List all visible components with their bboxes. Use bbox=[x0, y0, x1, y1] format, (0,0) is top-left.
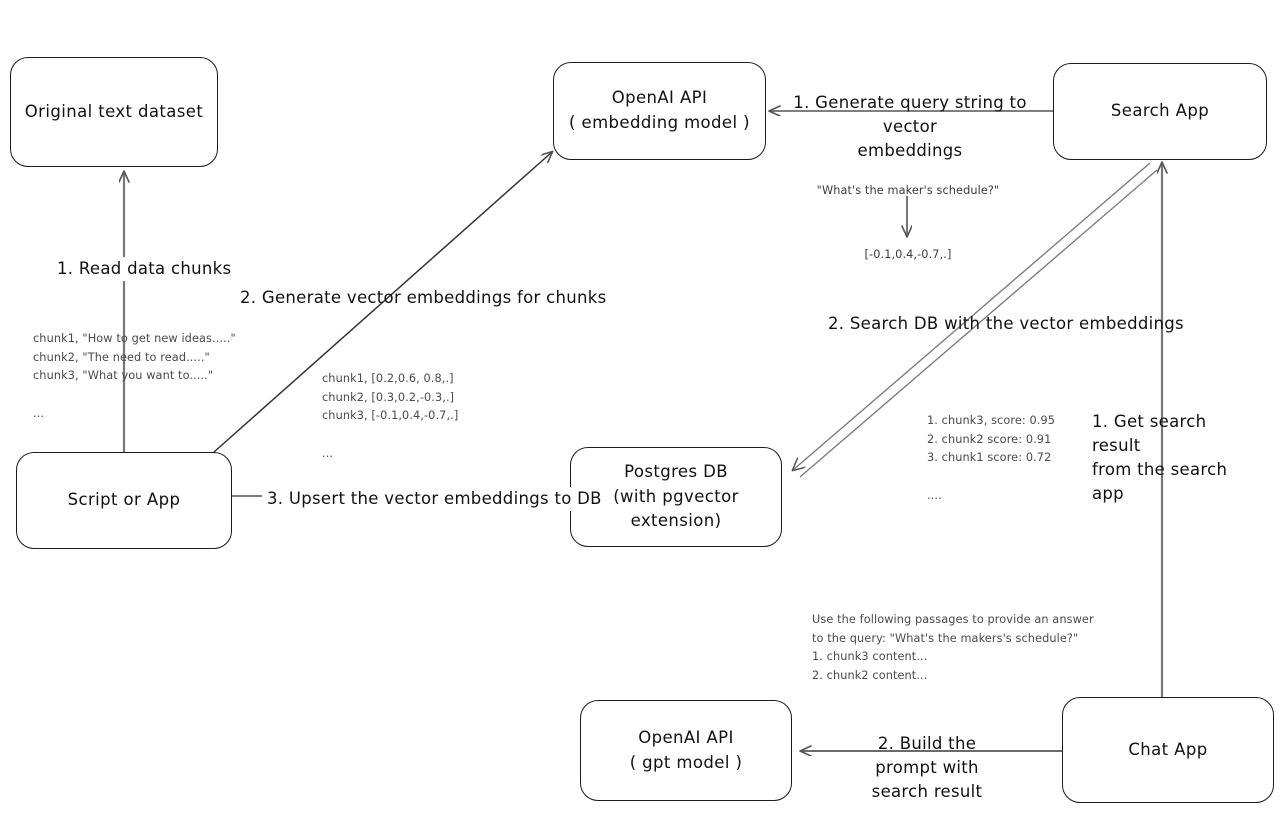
node-original-text-dataset[interactable]: Original text dataset bbox=[10, 57, 218, 167]
note-prompt-text: Use the following passages to provide an… bbox=[812, 613, 1094, 682]
node-label: OpenAI API bbox=[611, 88, 708, 108]
note-search-results: 1. chunk3, score: 0.95 2. chunk2 score: … bbox=[927, 414, 1056, 502]
node-label: Chat App bbox=[1128, 739, 1208, 759]
edge-label-upsert-to-db: 3. Upsert the vector embeddings to DB bbox=[262, 487, 607, 511]
node-chat-app[interactable]: Chat App bbox=[1062, 697, 1274, 803]
edge-label-search-db: 2. Search DB with the vector embeddings bbox=[828, 314, 1184, 333]
note-chunks-text: chunk1, "How to get new ideas....." chun… bbox=[33, 332, 236, 420]
node-label: Script or App bbox=[67, 490, 181, 510]
node-sublabel: ( embedding model ) bbox=[569, 113, 750, 132]
note-query-vector: [-0.1,0.4,-0.7,.] bbox=[864, 248, 952, 261]
note-chunk-vectors: chunk1, [0.2,0.6, 0.8,.] chunk2, [0.3,0.… bbox=[322, 372, 459, 460]
node-label: Search App bbox=[1110, 101, 1210, 121]
edge-label-generate-query-embeddings: 1. Generate query string to vector embed… bbox=[793, 93, 1027, 160]
node-search-app[interactable]: Search App bbox=[1053, 63, 1267, 160]
node-openai-embedding-api[interactable]: OpenAI API ( embedding model ) bbox=[553, 62, 766, 160]
edge-label-generate-vector-embeddings: 2. Generate vector embeddings for chunks bbox=[240, 288, 607, 307]
node-label: Original text dataset bbox=[24, 101, 204, 121]
node-label: Postgres DB bbox=[624, 461, 728, 481]
node-sublabel: (with pgvector extension) bbox=[613, 486, 739, 531]
node-script-or-app[interactable]: Script or App bbox=[16, 452, 232, 549]
edge-label-build-prompt: 2. Build the prompt with search result bbox=[871, 734, 983, 801]
edge-label-read-data-chunks: 1. Read data chunks bbox=[52, 257, 237, 281]
note-query-string: "What's the maker's schedule?" bbox=[816, 184, 1000, 197]
node-postgres-db[interactable]: Postgres DB (with pgvector extension) bbox=[570, 447, 782, 547]
node-label: OpenAI API bbox=[638, 727, 734, 747]
node-sublabel: ( gpt model ) bbox=[629, 752, 743, 772]
node-openai-gpt-api[interactable]: OpenAI API ( gpt model ) bbox=[580, 700, 792, 801]
edge-label-get-search-result: 1. Get search result from the search app bbox=[1092, 412, 1228, 503]
